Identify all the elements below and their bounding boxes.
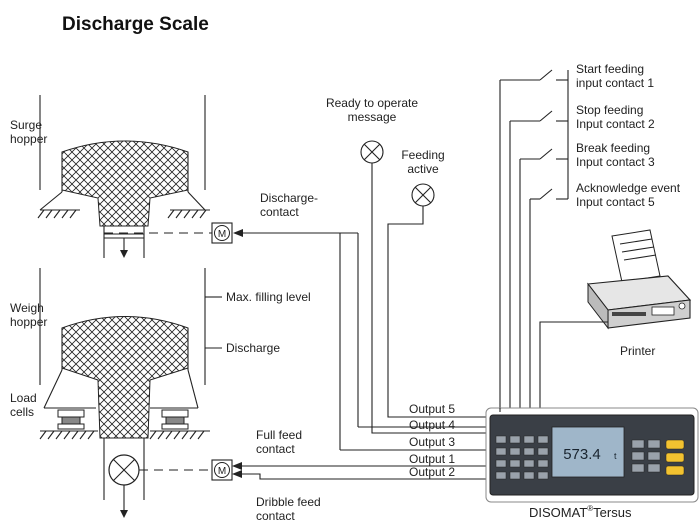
surge-hopper-label-line2: hopper <box>10 132 47 146</box>
feeding-active-label-line2: active <box>407 162 439 176</box>
device-brand: DISOMAT <box>529 505 587 520</box>
dribble-feed-contact-label-line2: contact <box>256 509 295 523</box>
motor-symbol-upper: M <box>218 229 226 240</box>
weigh-hopper-label-line1: Weigh <box>10 301 44 315</box>
registered-mark: ® <box>587 504 593 513</box>
discharge-contact-label-line2: contact <box>260 205 299 219</box>
max-filling-level-label: Max. filling level <box>226 290 311 304</box>
output-label-3: Output 3 <box>409 435 455 449</box>
device-model: Tersus <box>593 505 632 520</box>
weigh-hopper <box>39 268 210 518</box>
printer-label: Printer <box>620 344 655 358</box>
discharge-label: Discharge <box>226 341 280 355</box>
motor-symbol-lower: M <box>218 466 226 477</box>
output-label-2: Output 2 <box>409 465 455 479</box>
discharge-motor: M <box>211 222 233 244</box>
input-contacts <box>499 69 569 412</box>
input-3-label-line1: Break feeding <box>576 141 650 155</box>
input-5-label-line2: Input contact 5 <box>576 195 655 209</box>
dribble-feed-contact-label-line1: Dribble feed <box>256 495 321 509</box>
feeding-active-label-line1: Feeding <box>401 148 444 162</box>
output-label-4: Output 4 <box>409 418 455 432</box>
full-feed-contact-label-line1: Full feed <box>256 428 302 442</box>
display-main-value: 573.4 <box>563 446 601 463</box>
printer-icon <box>586 229 692 330</box>
weigh-hopper-label-line2: hopper <box>10 315 47 329</box>
surge-hopper-label-line1: Surge <box>10 118 42 132</box>
feeding-active-lamp <box>411 183 435 207</box>
ready-to-operate-label-line1: Ready to operate <box>326 96 418 110</box>
input-1-label-line2: input contact 1 <box>576 76 654 90</box>
output-label-5: Output 5 <box>409 402 455 416</box>
full-feed-contact-label-line2: contact <box>256 442 295 456</box>
ready-to-operate-label-line2: message <box>348 110 397 124</box>
input-3-label-line2: Input contact 3 <box>576 155 655 169</box>
ready-to-operate-lamp <box>360 140 384 164</box>
device-name: DISOMAT®Tersus <box>529 504 632 520</box>
disomat-tersus-device <box>485 407 699 503</box>
input-1-label-line1: Start feeding <box>576 62 644 76</box>
display-unit: t <box>614 451 617 461</box>
feed-motor: M <box>211 459 233 481</box>
output-label-1: Output 1 <box>409 452 455 466</box>
load-cells-label-line2: cells <box>10 405 34 419</box>
input-5-label-line1: Acknowledge event <box>576 181 681 195</box>
diagram-title: Discharge Scale <box>62 14 209 35</box>
input-2-label-line1: Stop feeding <box>576 103 643 117</box>
load-cells-label-line1: Load <box>10 391 37 405</box>
discharge-contact-label-line1: Discharge- <box>260 191 318 205</box>
input-2-label-line2: Input contact 2 <box>576 117 655 131</box>
surge-hopper <box>37 95 210 258</box>
